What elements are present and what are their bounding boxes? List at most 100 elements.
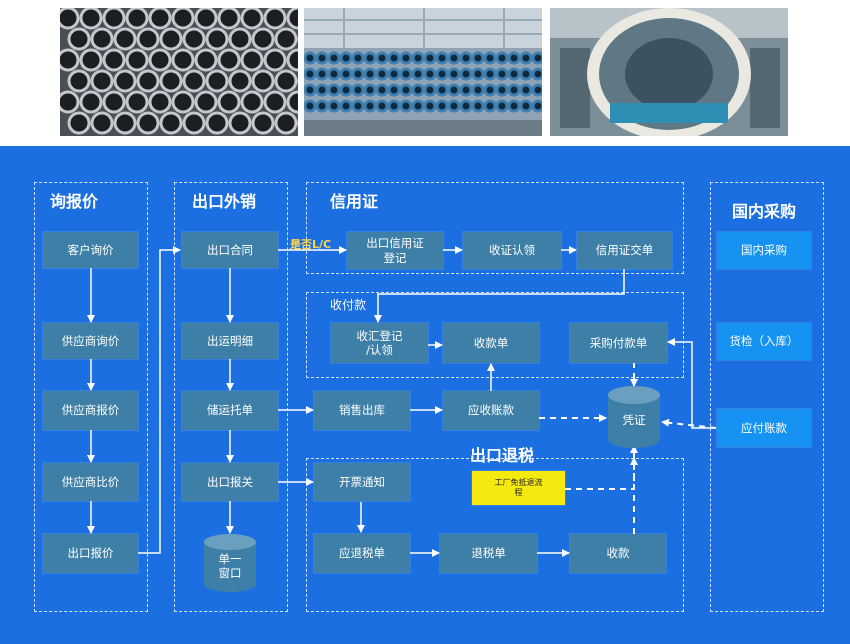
- pipe-end: [435, 99, 449, 113]
- pipe-end: [240, 48, 264, 72]
- pipe-end: [113, 69, 137, 93]
- pipe-end: [375, 51, 389, 65]
- pipe-end: [411, 99, 425, 113]
- domestic-purchase-box: 国内采购: [717, 232, 811, 269]
- shipping-order-box: 储运托单: [182, 391, 278, 430]
- pipe-end: [471, 67, 485, 81]
- section-tax-refund: [306, 458, 684, 612]
- export-business-flow-diagram: 询报价 出口外销 信用证 收付款 出口退税 国内采购: [0, 146, 850, 644]
- pipe-end: [79, 8, 103, 30]
- invoice-notice-box: 开票通知: [314, 463, 410, 501]
- pipe-end: [447, 99, 461, 113]
- pipe-end: [375, 83, 389, 97]
- export-declaration-box: 出口报关: [182, 463, 278, 501]
- pipe-end: [507, 99, 521, 113]
- factory-image: [550, 8, 788, 136]
- export-quote-box: 出口报价: [43, 534, 138, 573]
- pipe-end: [423, 67, 437, 81]
- pipe-end: [304, 83, 317, 97]
- pipe-end: [531, 67, 542, 81]
- pipe-end: [79, 90, 103, 114]
- pipe-end: [375, 67, 389, 81]
- pipe-end: [435, 83, 449, 97]
- supplier-inquiry-box: 供应商询价: [43, 323, 138, 359]
- pipe-end: [483, 67, 497, 81]
- pipe-end: [228, 111, 252, 135]
- pipe-end: [387, 67, 401, 81]
- pipe-end: [90, 111, 114, 135]
- large-pipe-factory-photo: [550, 8, 788, 136]
- pipe-end: [102, 90, 126, 114]
- pipe-end: [531, 51, 542, 65]
- shipping-detail-box: 出运明细: [182, 323, 278, 359]
- steel-pipe-bundle-image: [60, 8, 298, 136]
- pipe-end: [507, 83, 521, 97]
- pipe-end: [136, 27, 160, 51]
- receipt-box: 收款单: [443, 323, 539, 363]
- payable-box: 应付账款: [717, 409, 811, 447]
- pipe-end: [228, 27, 252, 51]
- pipe-end: [217, 8, 241, 30]
- pipe-end: [228, 69, 252, 93]
- factory-process-box: 工厂免抵退流 程: [472, 471, 565, 505]
- pipe-end: [495, 99, 509, 113]
- pipe-end: [60, 8, 80, 30]
- pipe-end: [363, 51, 377, 65]
- pipe-end: [531, 99, 542, 113]
- pipe-end: [125, 48, 149, 72]
- voucher-cylinder: 凭证: [608, 386, 660, 448]
- pipe-end: [90, 27, 114, 51]
- pipe-end: [351, 99, 365, 113]
- pipe-end: [531, 83, 542, 97]
- section-title-letter-of-credit: 信用证: [330, 192, 379, 211]
- pipe-end: [519, 83, 533, 97]
- pipe-end: [507, 67, 521, 81]
- pipe-end: [387, 99, 401, 113]
- pipe-end: [205, 111, 229, 135]
- tax-refund-due-box: 应退税单: [314, 534, 410, 573]
- pipe-end: [304, 67, 317, 81]
- warehouse-image: [304, 8, 542, 136]
- pipe-end: [251, 111, 275, 135]
- pipe-end: [251, 69, 275, 93]
- pipe-end: [171, 48, 195, 72]
- pipe-end: [102, 48, 126, 72]
- pipe-end: [67, 111, 91, 135]
- supplier-quote-box: 供应商报价: [43, 391, 138, 430]
- pipe-end: [363, 83, 377, 97]
- sales-outbound-box: 销售出库: [314, 391, 410, 430]
- pipe-end: [182, 111, 206, 135]
- inspection-box: 货检（入库）: [717, 323, 811, 360]
- pipe-end: [447, 51, 461, 65]
- pipe-end: [60, 48, 80, 72]
- pipe-end: [327, 99, 341, 113]
- pipe-end: [113, 111, 137, 135]
- pipe-end: [263, 90, 287, 114]
- pipe-end: [363, 67, 377, 81]
- customer-inquiry-box: 客户询价: [43, 232, 138, 268]
- pipe-end: [67, 69, 91, 93]
- pipe-end: [194, 90, 218, 114]
- pipe-end: [286, 8, 298, 30]
- pipe-end: [136, 111, 160, 135]
- pipe-end: [240, 90, 264, 114]
- pipe-end: [435, 67, 449, 81]
- pipe-end: [459, 51, 473, 65]
- fx-register-box: 收汇登记 /认领: [331, 323, 428, 363]
- lc-submit-box: 信用证交单: [577, 232, 672, 269]
- pipe-end: [411, 51, 425, 65]
- pipe-end: [351, 83, 365, 97]
- pipe-end: [274, 111, 298, 135]
- pipe-end: [159, 111, 183, 135]
- pipe-end: [194, 48, 218, 72]
- pipe-end: [217, 48, 241, 72]
- pipe-end: [507, 51, 521, 65]
- pipe-end: [471, 51, 485, 65]
- pipe-end: [375, 99, 389, 113]
- pipe-end: [411, 83, 425, 97]
- pipe-end: [263, 8, 287, 30]
- pipe-end: [327, 83, 341, 97]
- pipe-end: [315, 83, 329, 97]
- pipe-end: [274, 69, 298, 93]
- pipe-end: [79, 48, 103, 72]
